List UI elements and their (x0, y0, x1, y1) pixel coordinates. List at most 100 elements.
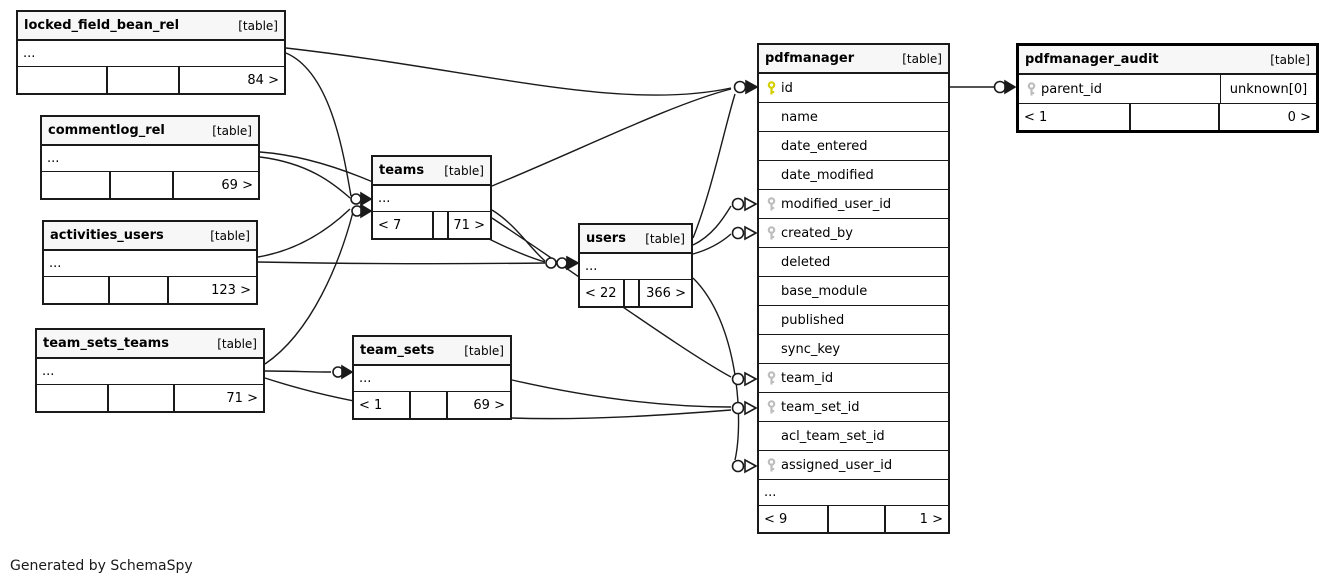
crowfoot-arrow-id (745, 79, 759, 95)
column-name: published (781, 312, 845, 328)
parents-count[interactable]: < 7 (378, 217, 402, 233)
children-count[interactable]: 69 > (171, 172, 258, 198)
table-activities_users: activities_users[table]...123 > (42, 220, 258, 305)
key-icon-slot (763, 457, 779, 473)
column-name: date_entered (781, 138, 868, 154)
table-name[interactable]: users (586, 231, 626, 246)
parents-count (44, 277, 108, 303)
counts-spacer (108, 172, 172, 198)
table-header-team_sets_teams[interactable]: team_sets_teams[table] (37, 330, 263, 359)
ellipsis-row: ... (37, 359, 263, 385)
parents-count[interactable]: < 22 (585, 285, 617, 301)
column-name: created_by (781, 225, 853, 241)
column-row-modified_user_id[interactable]: modified_user_id (759, 190, 948, 219)
crowfoot-arrow-team-id (744, 371, 758, 387)
column-row-base_module[interactable]: base_module (759, 277, 948, 306)
children-count[interactable]: 123 > (166, 277, 256, 303)
table-header-locked_field_bean_rel[interactable]: locked_field_bean_rel[table] (18, 12, 284, 41)
column-name: team_set_id (781, 399, 860, 415)
children-count[interactable]: 1 > (883, 506, 948, 532)
zero-circle-modified-user-id (731, 197, 745, 211)
table-name[interactable]: teams (379, 163, 425, 178)
children-count[interactable]: 71 > (446, 212, 490, 238)
rel-teams-to-pdfmanager-team-id (491, 217, 732, 378)
column-row-date_entered[interactable]: date_entered (759, 132, 948, 161)
rel-tst-to-team-sets (264, 370, 332, 373)
zero-circle-team-id (731, 372, 745, 386)
crowfoot-arrow-audit-parent-id (1004, 79, 1017, 95)
crowfoot-arrow-team-set-id (744, 400, 758, 416)
relationship-counts-row: < 1 0 > (1019, 104, 1316, 130)
rel-users-to-pdfmanager-created-by (692, 233, 732, 255)
ellipsis-row: ... (580, 254, 691, 280)
column-name: assigned_user_id (781, 457, 893, 473)
column-name: acl_team_set_id (781, 428, 885, 444)
table-header-pdfmanager[interactable]: pdfmanager[table] (759, 45, 948, 74)
table-type-label: [table] (444, 163, 484, 178)
zero-circle-team-set-id (731, 401, 745, 415)
parents-count[interactable]: < 1 (1024, 109, 1048, 125)
foreign-key-icon (767, 399, 775, 413)
counts-spacer (408, 392, 446, 418)
crowfoot-arrow-assigned-user-id (744, 458, 758, 474)
children-count[interactable]: 69 > (446, 392, 510, 418)
crowfoot-arrow-teams-1 (360, 191, 373, 207)
children-count[interactable]: 84 > (177, 67, 284, 93)
table-header-teams[interactable]: teams [table] (373, 157, 490, 186)
rel-lfbr-to-teams (285, 52, 352, 197)
table-name[interactable]: activities_users (50, 228, 164, 243)
crowfoot-arrow-users (566, 255, 580, 271)
table-type-label: [table] (645, 231, 685, 246)
table-name[interactable]: team_sets_teams (43, 336, 169, 351)
table-header-commentlog_rel[interactable]: commentlog_rel[table] (42, 117, 258, 146)
foreign-key-icon (767, 457, 775, 471)
table-header-activities_users[interactable]: activities_users[table] (44, 222, 256, 251)
column-row-id[interactable]: id (759, 74, 948, 103)
column-row-name[interactable]: name (759, 103, 948, 132)
table-header-team_sets[interactable]: team_sets[table] (354, 337, 510, 366)
counts-spacer (827, 506, 884, 532)
foreign-key-icon (767, 196, 775, 210)
column-name: team_id (781, 370, 834, 386)
table-users: users [table]... < 22 366 > (578, 223, 693, 308)
parents-count[interactable]: < 1 (359, 397, 383, 413)
table-name[interactable]: pdfmanager_audit (1025, 52, 1159, 67)
children-count[interactable]: 0 > (1217, 104, 1316, 130)
table-name[interactable]: locked_field_bean_rel (24, 18, 180, 33)
table-name[interactable]: team_sets (360, 343, 435, 358)
column-row-created_by[interactable]: created_by (759, 219, 948, 248)
zero-circle-id (733, 80, 747, 94)
zero-circle-teams-1 (350, 193, 362, 205)
column-row-acl_team_set_id[interactable]: acl_team_set_id (759, 422, 948, 451)
column-row-deleted[interactable]: deleted (759, 248, 948, 277)
ellipsis-row: ... (42, 146, 258, 172)
ellipsis-row: ... (759, 480, 948, 506)
column-row-published[interactable]: published (759, 306, 948, 335)
table-header-pdfmanager_audit[interactable]: pdfmanager_audit[table] (1019, 46, 1316, 75)
relationship-counts-row: < 7 71 > (373, 212, 490, 238)
table-name[interactable]: commentlog_rel (48, 123, 165, 138)
column-row-date_modified[interactable]: date_modified (759, 161, 948, 190)
zero-circle-created-by (731, 226, 745, 240)
table-locked_field_bean_rel: locked_field_bean_rel[table]...84 > (16, 10, 286, 95)
key-icon-slot (763, 80, 779, 96)
table-commentlog_rel: commentlog_rel[table]...69 > (40, 115, 260, 200)
rel-commentlog-to-teams (259, 156, 351, 199)
rel-activities-to-users (257, 261, 546, 265)
column-name: name (781, 109, 818, 125)
children-count[interactable]: 366 > (637, 280, 691, 306)
column-row-team_id[interactable]: team_id (759, 364, 948, 393)
table-name[interactable]: pdfmanager (765, 51, 855, 66)
column-row-sync_key[interactable]: sync_key (759, 335, 948, 364)
children-count[interactable]: 71 > (172, 385, 263, 411)
rel-activities-to-teams (257, 208, 351, 258)
counts-spacer (1128, 104, 1218, 130)
column-name: parent_id (1041, 81, 1102, 97)
column-row-assigned_user_id[interactable]: assigned_user_id (759, 451, 948, 480)
parents-count[interactable]: < 9 (764, 511, 788, 527)
key-icon-slot (763, 225, 779, 241)
table-header-users[interactable]: users [table] (580, 225, 691, 254)
column-row-team_set_id[interactable]: team_set_id (759, 393, 948, 422)
